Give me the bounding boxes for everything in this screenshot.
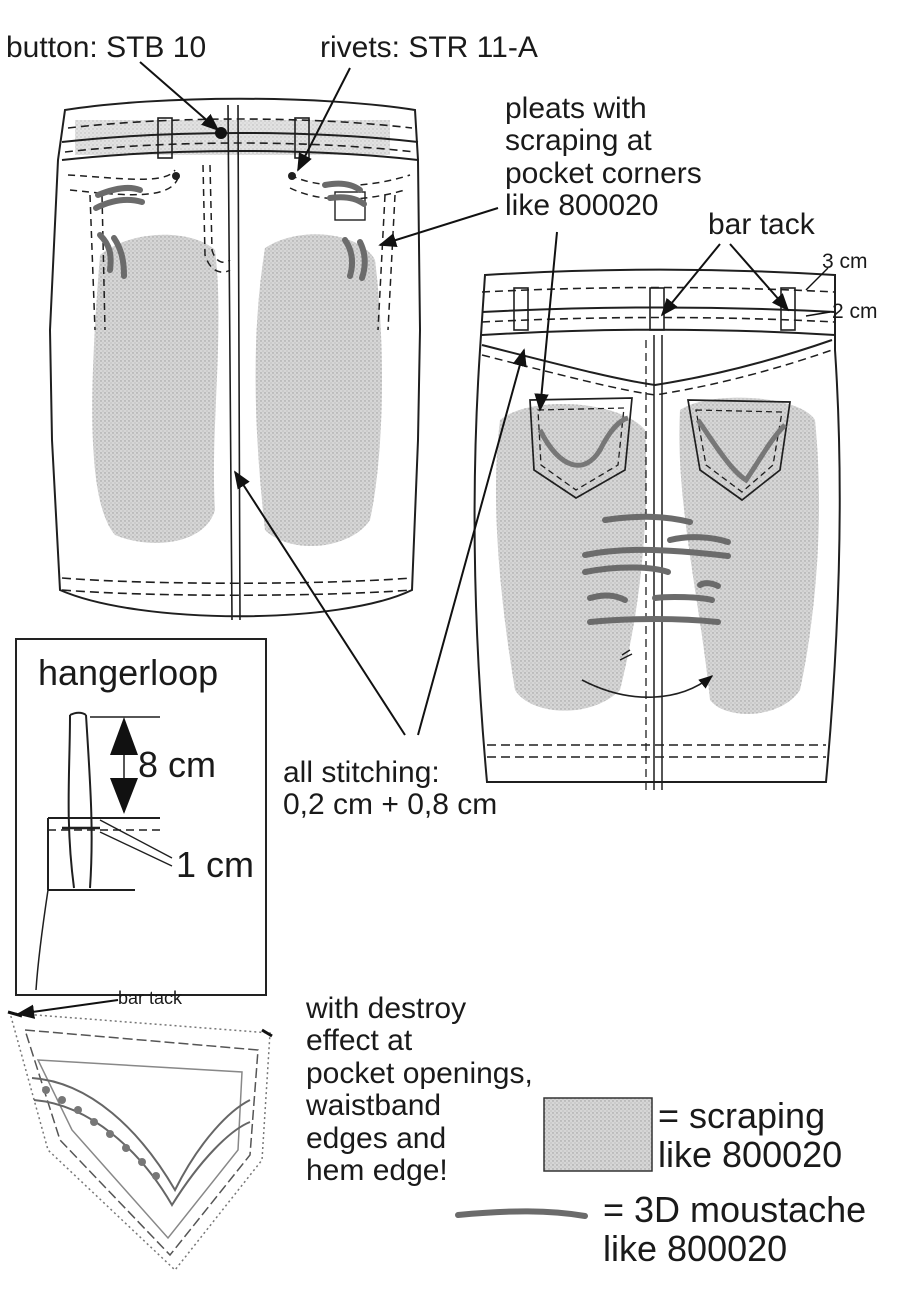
front-scraping-left <box>92 234 219 543</box>
hangerloop-length: 8 cm <box>138 744 217 785</box>
hangerloop-title: hangerloop <box>38 652 219 693</box>
back-yoke <box>481 339 833 387</box>
leader-2cm <box>805 311 831 317</box>
leader-stitching-front <box>234 470 406 736</box>
back-moustache-marks <box>582 513 731 625</box>
label-pleats: pleats with scraping at pocket corners l… <box>505 92 702 223</box>
back-center-seam <box>653 335 663 790</box>
back-scraping-left <box>495 403 647 711</box>
back-scraping-right <box>679 397 820 714</box>
front-waistband <box>61 132 419 143</box>
front-hem <box>61 577 413 585</box>
leader-pleats <box>378 207 499 248</box>
skirt-back-view <box>473 268 841 790</box>
front-moustache-marks <box>93 180 368 281</box>
label-dim-3cm: 3 cm <box>822 250 868 273</box>
back-pocket-left <box>529 397 633 499</box>
legend-scraping-swatch <box>543 1097 653 1172</box>
label-destroy-effect: with destroy effect at pocket openings, … <box>306 992 533 1187</box>
hangerloop-strap <box>67 711 93 889</box>
back-outline <box>473 268 841 783</box>
label-dim-2cm: 2 cm <box>832 300 878 323</box>
hangerloop-detail <box>35 711 173 991</box>
legend-scraping-text: = scraping like 800020 <box>658 1095 843 1175</box>
skirt-front-view <box>48 97 422 621</box>
legend-moustache-swatch <box>455 1208 588 1219</box>
dim-1cm-leader <box>99 819 173 867</box>
leader-bar-tack-2 <box>729 243 790 312</box>
legend-symbols <box>455 1097 653 1219</box>
front-waistband-scraping <box>75 120 390 155</box>
leader-pocket-bar-tack <box>16 999 119 1019</box>
leader-stitching-back <box>417 348 527 736</box>
back-swing-arrow <box>581 675 714 699</box>
label-bar-tack-back: bar tack <box>708 208 815 241</box>
leader-button <box>139 61 220 132</box>
pocket-rivet-dots <box>42 1086 160 1180</box>
label-bar-tack-pocket: bar tack <box>118 988 183 1008</box>
pocket-detail <box>7 999 273 1272</box>
front-fly <box>227 104 241 621</box>
label-button: button: STB 10 <box>6 31 207 64</box>
back-pocket-right <box>686 399 791 502</box>
hangerloop-frame <box>15 638 267 996</box>
front-pocket-right <box>289 174 411 200</box>
leader-bar-tack-1 <box>660 243 721 317</box>
label-rivets: rivets: STR 11-A <box>320 31 538 64</box>
leader-rivets <box>297 67 351 172</box>
legend-moustache-text: = 3D moustache like 800020 <box>603 1189 867 1269</box>
callout-leaders <box>139 61 831 736</box>
label-all-stitching: all stitching: 0,2 cm + 0,8 cm <box>283 756 498 822</box>
leader-3cm <box>805 267 829 291</box>
hangerloop-offset: 1 cm <box>176 844 255 885</box>
front-pocket-left <box>67 169 179 196</box>
front-scraping-right <box>255 234 382 547</box>
